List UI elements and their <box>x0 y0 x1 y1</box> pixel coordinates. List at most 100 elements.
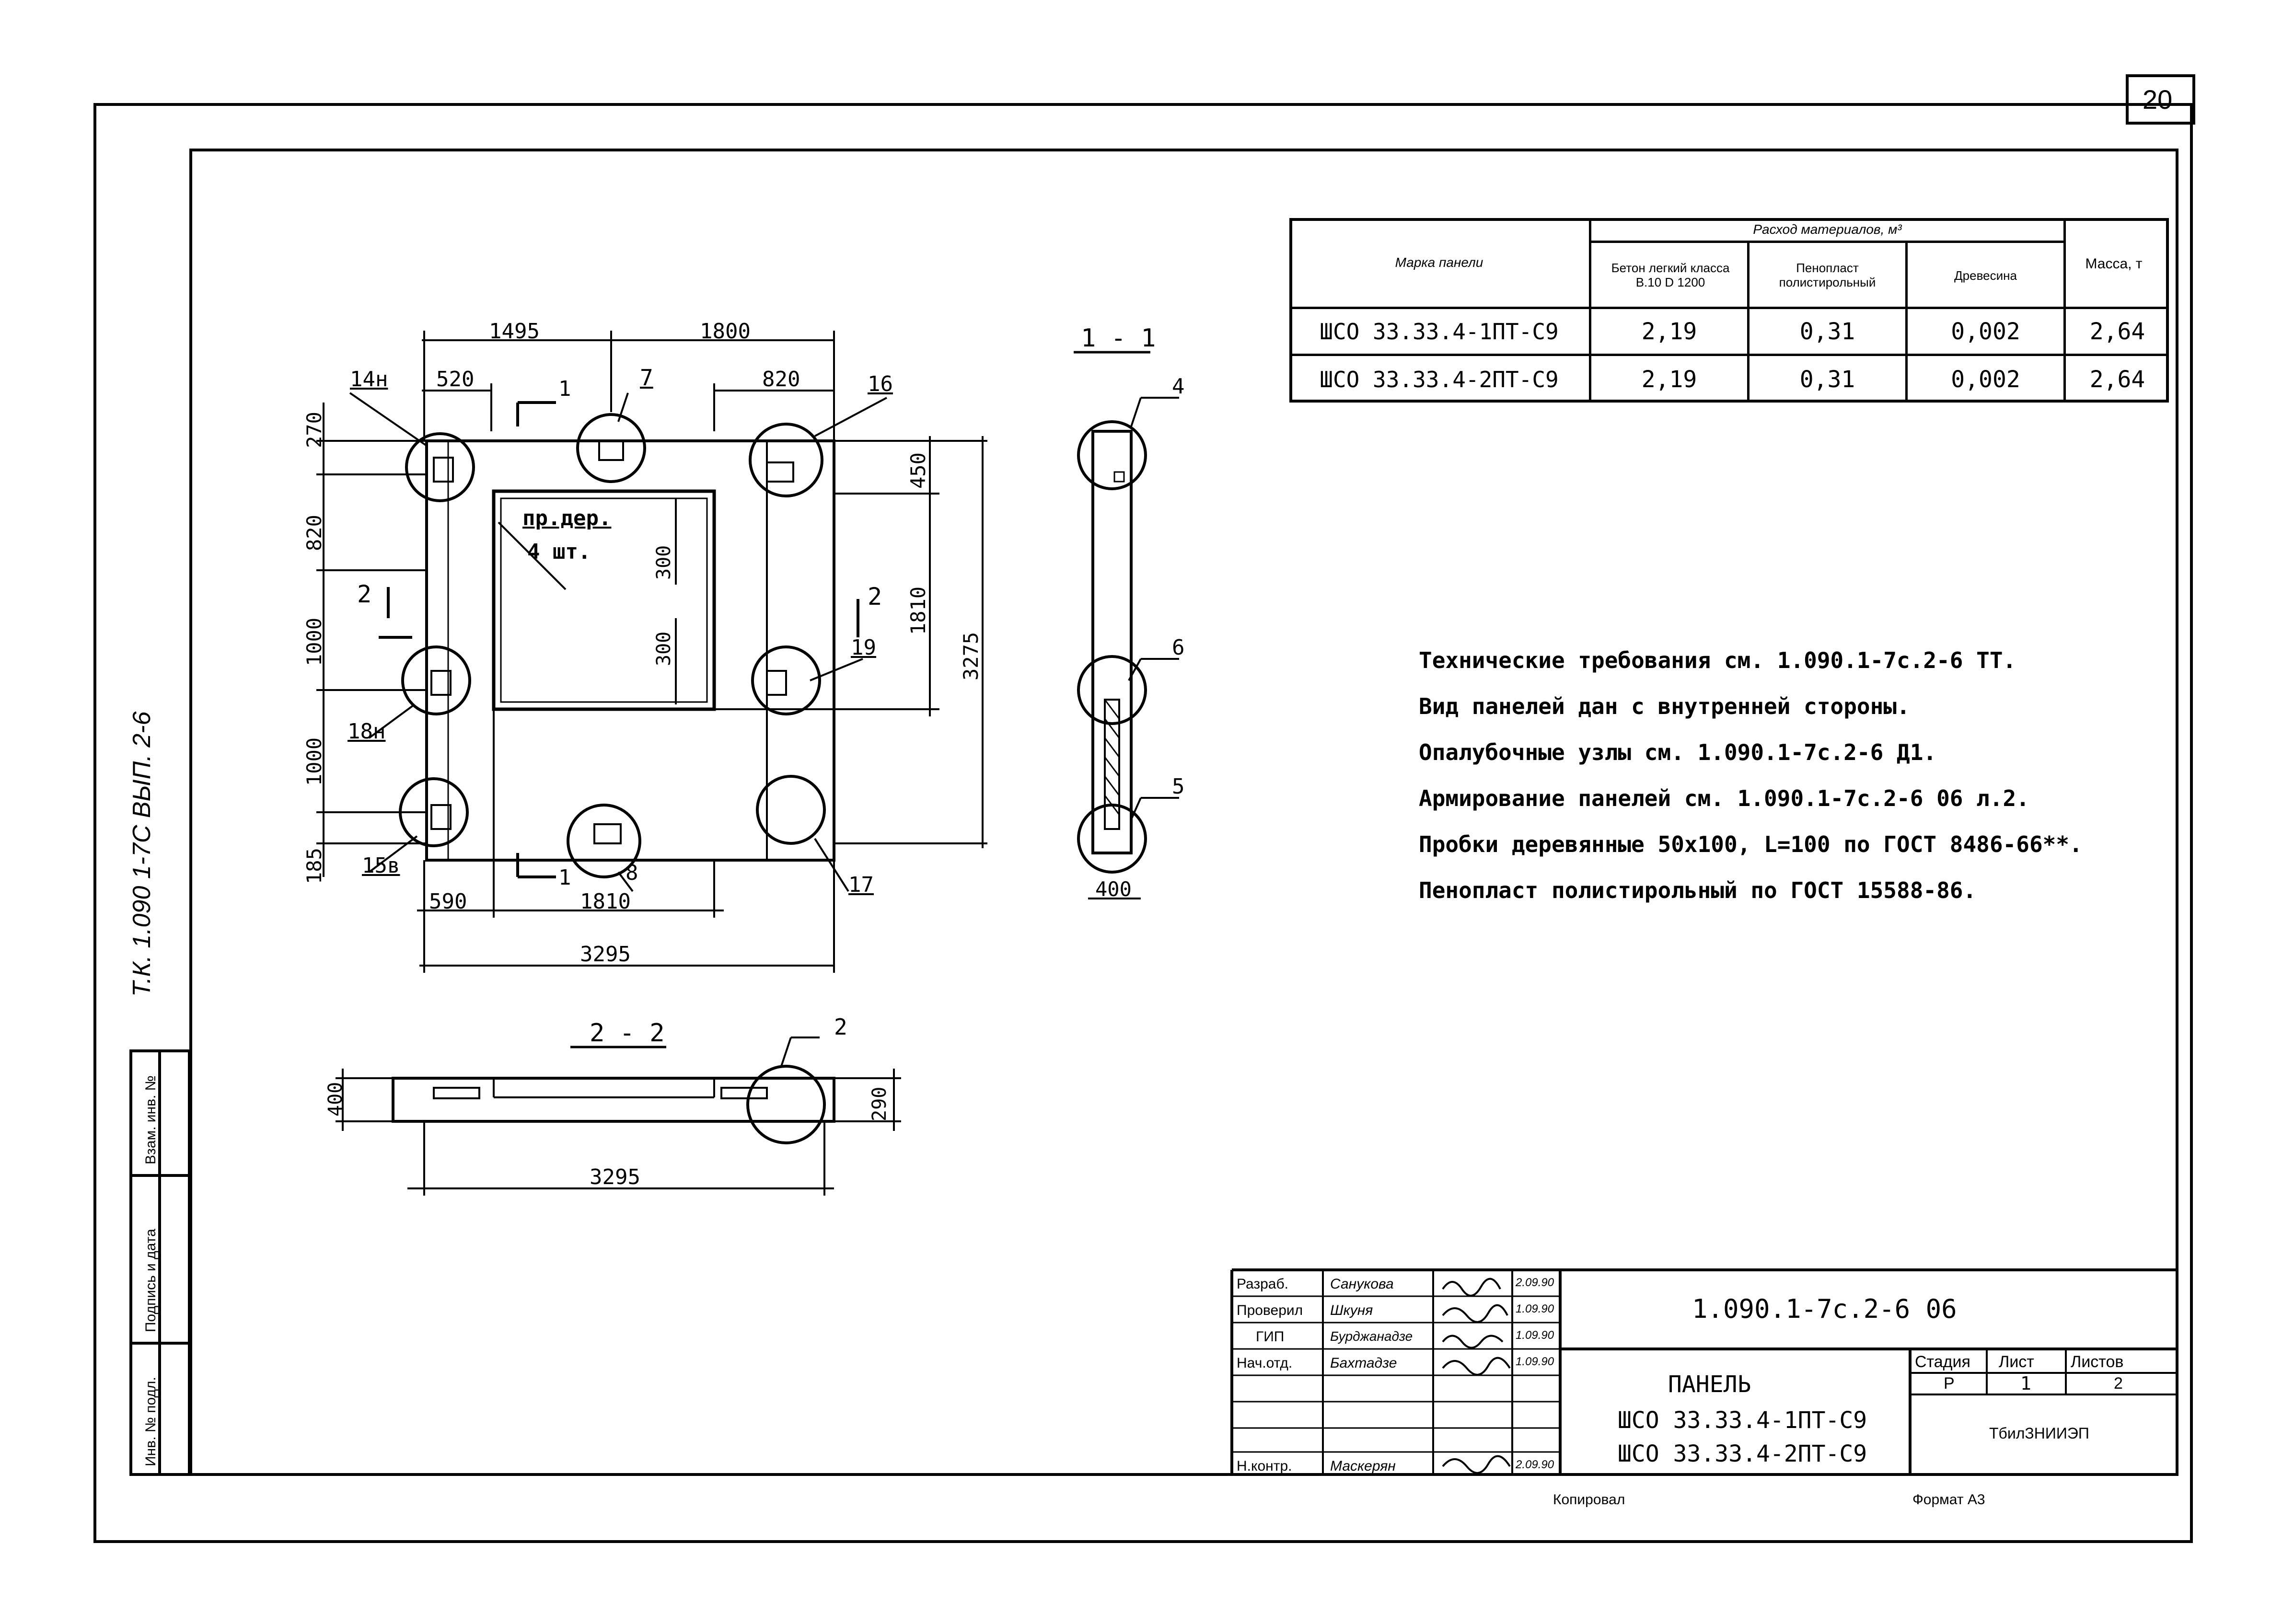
inner-frame <box>189 149 2178 1476</box>
callout-17: 17 <box>848 873 874 897</box>
section-1-callout-5: 5 <box>1172 774 1185 799</box>
name-checker: Шкуня <box>1330 1302 1373 1318</box>
role-department-head: Нач.отд. <box>1237 1355 1293 1371</box>
row-1-wood: 0,002 <box>1951 318 2020 345</box>
row-2-mass: 2,64 <box>2089 366 2145 393</box>
cut-mark-2-left: 2 <box>357 580 372 608</box>
date-department-head: 1.09.90 <box>1516 1355 1554 1368</box>
dim-left-1000b: 1000 <box>302 737 326 786</box>
left-strip-rule-2 <box>129 1342 191 1345</box>
sheets-label: Листов <box>2071 1353 2124 1371</box>
header-mark: Марка панели <box>1395 254 1483 270</box>
dim-inner-300b: 300 <box>653 631 675 666</box>
section-1-dim-400: 400 <box>1095 877 1132 901</box>
section-1-title: 1 - 1 <box>1081 324 1156 353</box>
copied-label: Копировал <box>1553 1492 1625 1508</box>
date-developer: 2.09.90 <box>1516 1276 1554 1289</box>
header-concrete: Бетон легкий класса В.10 D 1200 <box>1611 261 1730 289</box>
section-1-callout-4: 4 <box>1172 374 1185 399</box>
section-2-dim-3295: 3295 <box>590 1165 640 1189</box>
stage-value: Р <box>1944 1374 1955 1393</box>
sheets-value: 2 <box>2114 1374 2123 1393</box>
header-consumption: Расход материалов, м³ <box>1753 221 1902 237</box>
dim-right-1810: 1810 <box>906 586 930 635</box>
callout-leaders <box>349 392 887 892</box>
materials-table: Марка панели Расход материалов, м³ Бетон… <box>1289 218 2169 403</box>
section-2-2 <box>336 1037 901 1196</box>
name-department-head: Бахтадзе <box>1330 1355 1397 1371</box>
page-number: 20 <box>2143 84 2173 115</box>
node-16 <box>749 423 823 497</box>
note-5: Пробки деревянные 50х100, L=100 по ГОСТ … <box>1419 831 2083 857</box>
dim-left-820: 820 <box>302 515 326 551</box>
callout-19: 19 <box>851 635 876 660</box>
title-block-lines <box>1230 1268 2178 1476</box>
organization: ТбилЗНИИЭП <box>1989 1425 2089 1442</box>
row-1-mass: 2,64 <box>2089 318 2145 345</box>
format-label: Формат А3 <box>1912 1492 1985 1508</box>
note-6: Пенопласт полистирольный по ГОСТ 15588-8… <box>1419 877 1977 903</box>
panel-front-view <box>399 413 835 878</box>
sheet-value: 1 <box>2020 1373 2031 1394</box>
note-1: Технические требования см. 1.090.1-7с.2-… <box>1419 647 2016 673</box>
row-2-concrete: 2,19 <box>1641 366 1697 393</box>
section-2-dim-400: 400 <box>324 1082 347 1117</box>
dim-bottom-590: 590 <box>429 889 467 914</box>
plug-note-line-1: пр.дер. <box>522 506 612 530</box>
plug-note-line-2: 4 шт. <box>527 540 591 564</box>
node-18n <box>401 645 471 715</box>
header-wood: Древесина <box>1954 268 2017 283</box>
dim-left-1000a: 1000 <box>302 617 326 666</box>
section-2-title: 2 - 2 <box>590 1019 665 1048</box>
row-2-foam: 0,31 <box>1799 366 1855 393</box>
role-checker: Проверил <box>1237 1302 1303 1318</box>
cut-mark-1-bottom: 1 <box>558 865 571 890</box>
dim-left-185: 185 <box>302 848 326 884</box>
row-2-mark: ШСО 33.33.4-2ПТ-С9 <box>1320 366 1559 392</box>
cut-mark-1-top: 1 <box>558 377 571 401</box>
dim-bottom-3295: 3295 <box>580 942 631 967</box>
row-1-mark: ШСО 33.33.4-1ПТ-С9 <box>1320 318 1559 345</box>
dim-right-450: 450 <box>906 452 930 489</box>
node-17 <box>756 775 826 845</box>
dim-inner-300a: 300 <box>653 545 675 580</box>
cut-markers <box>379 401 859 878</box>
node-19 <box>751 645 821 715</box>
header-foam: Пенопласт полистирольный <box>1779 261 1876 289</box>
dim-left-270: 270 <box>302 412 326 448</box>
name-norm-control: Маскерян <box>1330 1458 1396 1474</box>
row-1-foam: 0,31 <box>1799 318 1855 345</box>
callout-7: 7 <box>640 365 653 391</box>
date-chief-engineer: 1.09.90 <box>1516 1329 1554 1342</box>
callout-8: 8 <box>626 861 638 885</box>
note-3: Опалубочные узлы см. 1.090.1-7с.2-6 Д1. <box>1419 739 1937 765</box>
left-strip-divider <box>158 1049 161 1476</box>
dimension-lines <box>316 331 987 973</box>
dim-top-1800: 1800 <box>700 319 751 344</box>
section-1-1 <box>1074 351 1179 899</box>
name-chief-engineer: Бурджанадзе <box>1330 1329 1413 1344</box>
signatures <box>1442 1278 1511 1474</box>
document-subtitle-2: ШСО 33.33.4-2ПТ-С9 <box>1618 1440 1867 1467</box>
callout-14n: 14н <box>350 367 388 392</box>
role-norm-control: Н.контр. <box>1237 1458 1292 1474</box>
date-checker: 1.09.90 <box>1516 1302 1554 1315</box>
section-1-callout-6: 6 <box>1172 635 1185 660</box>
note-4: Армирование панелей см. 1.090.1-7с.2-6 0… <box>1419 785 2029 811</box>
stage-label: Стадия <box>1915 1353 1970 1371</box>
dim-bottom-1810: 1810 <box>580 889 631 914</box>
date-norm-control: 2.09.90 <box>1516 1458 1554 1471</box>
dim-top-820: 820 <box>762 367 800 392</box>
left-strip-rule-1 <box>129 1174 191 1177</box>
document-code: 1.090.1-7с.2-6 06 <box>1692 1294 1957 1324</box>
callout-15v: 15в <box>362 853 400 878</box>
role-chief-engineer: ГИП <box>1256 1329 1285 1345</box>
section-2-dim-290: 290 <box>869 1086 891 1121</box>
section-2-callout-2: 2 <box>834 1014 847 1040</box>
node-14n <box>405 432 475 502</box>
row-1-concrete: 2,19 <box>1641 318 1697 345</box>
callout-16: 16 <box>868 372 893 396</box>
name-developer: Санукова <box>1330 1276 1394 1292</box>
document-title: ПАНЕЛЬ <box>1668 1371 1751 1398</box>
